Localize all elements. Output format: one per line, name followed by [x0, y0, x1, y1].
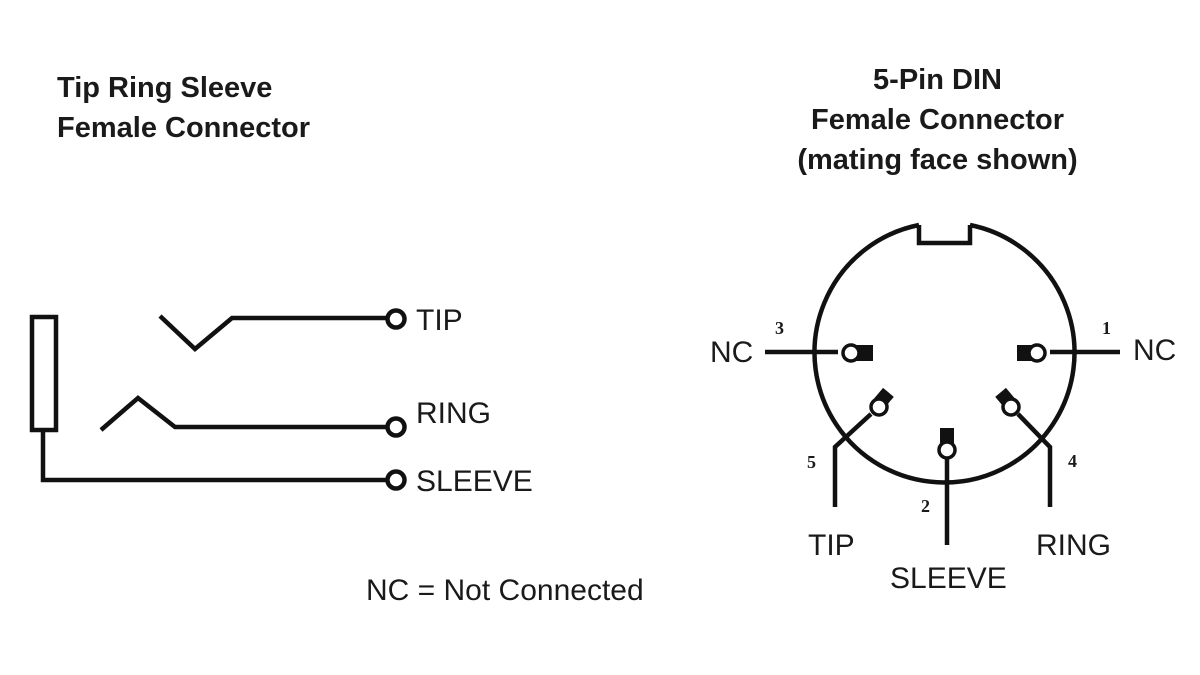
trs-schematic: TIP RING SLEEVE [29, 304, 533, 498]
pin2-socket [937, 440, 957, 460]
nc-legend: NC = Not Connected [366, 574, 644, 607]
sleeve-body-block [29, 314, 59, 433]
din-title-line1: 5-Pin DIN [873, 64, 1002, 96]
trs-title-line1: Tip Ring Sleeve [57, 72, 273, 104]
pin4-number: 4 [1068, 451, 1077, 471]
pin2-number: 2 [921, 496, 930, 516]
sleeve-contact-line [40, 430, 387, 483]
din-connector-title: 5-Pin DIN Female Connector (mating face … [700, 60, 1175, 180]
pin3-label: NC [710, 336, 753, 369]
pin4-label: RING [1036, 529, 1111, 562]
tip-label: TIP [416, 304, 463, 337]
din-title-line2: Female Connector [811, 104, 1064, 136]
pin1-socket [1027, 343, 1047, 363]
pin1-label: NC [1133, 334, 1176, 367]
pin4-lead [1016, 412, 1053, 507]
din-title-line3: (mating face shown) [797, 144, 1078, 176]
tip-contact-line [158, 314, 387, 353]
sleeve-terminal [385, 469, 407, 491]
pin5-number: 5 [807, 452, 816, 472]
pin3-socket [841, 343, 861, 363]
din-schematic: 3 NC 1 NC 5 TIP 4 RING 2 SLEEVE [710, 222, 1176, 595]
tip-terminal [385, 308, 407, 330]
din-key-notch [916, 225, 973, 246]
trs-title-line2: Female Connector [57, 112, 310, 144]
pin3-number: 3 [775, 318, 784, 338]
sleeve-label: SLEEVE [416, 465, 533, 498]
pin5-lead [832, 412, 873, 507]
pin4-socket [1001, 397, 1021, 417]
ring-terminal [385, 416, 407, 438]
pin5-label: TIP [808, 529, 855, 562]
ring-contact-line [99, 395, 387, 432]
ring-label: RING [416, 397, 491, 430]
pin1-number: 1 [1102, 318, 1111, 338]
pin2-label: SLEEVE [890, 562, 1007, 595]
din-connector-shell [812, 222, 1077, 485]
trs-connector-title: Tip Ring Sleeve Female Connector [57, 68, 310, 148]
pin5-socket [869, 397, 889, 417]
